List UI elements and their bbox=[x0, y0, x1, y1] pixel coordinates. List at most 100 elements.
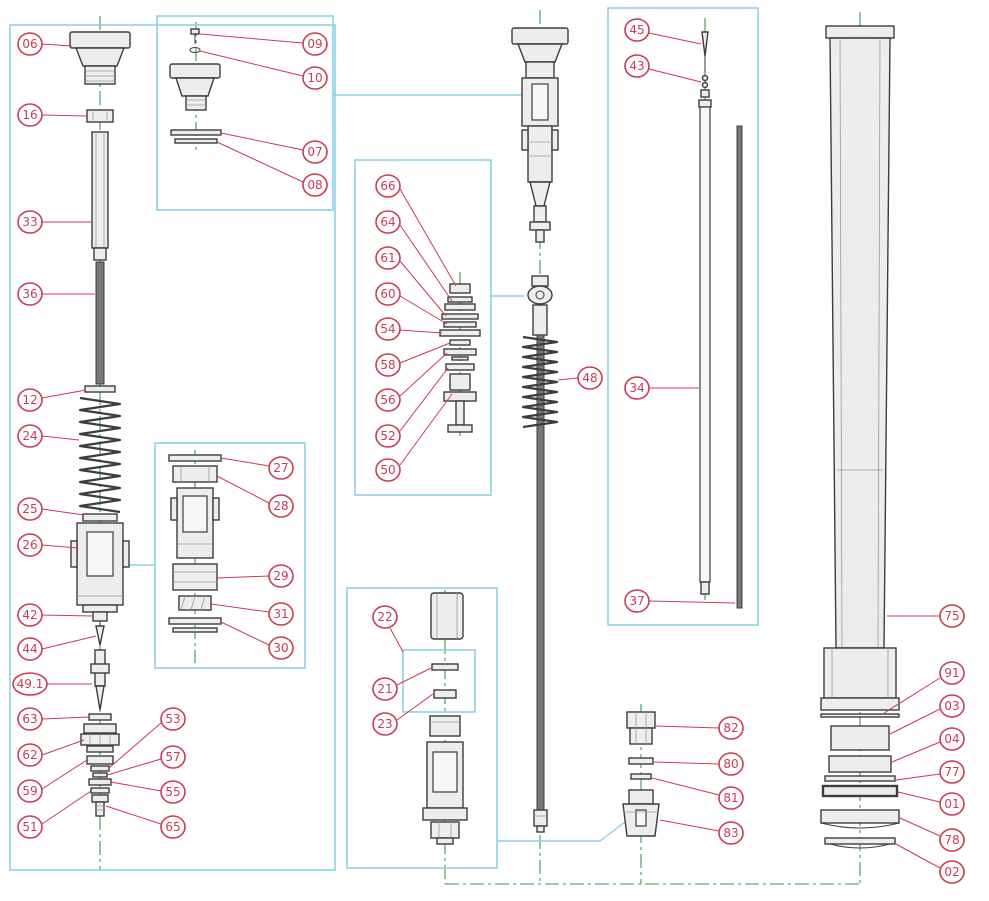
axle-clamp-assembly bbox=[622, 711, 660, 837]
leader-line bbox=[399, 367, 449, 432]
callout-label: 57 bbox=[165, 750, 180, 764]
detail-box-piston bbox=[154, 442, 306, 669]
callout-label: 59 bbox=[22, 784, 37, 798]
part-51-washer bbox=[90, 787, 110, 794]
callout-bubble bbox=[372, 605, 398, 629]
callout-label: 82 bbox=[723, 721, 738, 735]
leader-line bbox=[883, 677, 941, 714]
callout-bubble bbox=[939, 760, 965, 784]
callout-30: 30 bbox=[220, 621, 294, 660]
part-91-ring bbox=[820, 713, 900, 718]
part-04-bushing bbox=[828, 755, 892, 773]
leader-line bbox=[41, 508, 85, 516]
part-01-oil-seal bbox=[821, 784, 899, 798]
callout-48: 48 bbox=[557, 366, 603, 390]
callout-16: 16 bbox=[17, 103, 87, 127]
callout-label: 34 bbox=[629, 381, 644, 395]
part-58-spacer bbox=[449, 339, 471, 346]
part-56-shim bbox=[443, 348, 477, 361]
callout-bubble bbox=[718, 821, 744, 845]
callout-bubble bbox=[17, 388, 43, 412]
callout-bubble bbox=[17, 103, 43, 127]
callout-label: 06 bbox=[22, 37, 37, 51]
part-22-cylinder bbox=[430, 592, 464, 640]
callout-54: 54 bbox=[375, 317, 443, 341]
part-lower-body bbox=[422, 741, 468, 845]
callout-01: 01 bbox=[897, 791, 965, 816]
callout-label: 26 bbox=[22, 538, 37, 552]
callout-bubble bbox=[17, 779, 43, 803]
callout-bubble bbox=[302, 173, 328, 197]
leader-line bbox=[897, 791, 941, 803]
part-02-stop-ring bbox=[824, 837, 896, 849]
callout-bubble bbox=[17, 603, 43, 627]
callout-label: 50 bbox=[380, 463, 395, 477]
leader-line bbox=[396, 693, 434, 721]
callout-60: 60 bbox=[375, 282, 448, 325]
part-59-ring bbox=[86, 755, 114, 765]
callout-label: 91 bbox=[944, 666, 959, 680]
leader-line bbox=[659, 819, 720, 832]
callout-42: 42 bbox=[17, 603, 94, 627]
callout-31: 31 bbox=[210, 602, 294, 626]
callout-label: 22 bbox=[377, 610, 392, 624]
callout-label: 81 bbox=[723, 791, 738, 805]
part-33-damper-rod-upper bbox=[91, 131, 109, 261]
callout-80: 80 bbox=[653, 752, 744, 776]
callout-bubble bbox=[160, 707, 186, 731]
callout-label: 48 bbox=[582, 371, 597, 385]
callout-label: 52 bbox=[380, 429, 395, 443]
piston-detail-assembly bbox=[168, 454, 222, 633]
part-25-spring-seat bbox=[82, 513, 118, 522]
leader-line bbox=[399, 188, 457, 287]
callout-25: 25 bbox=[17, 497, 85, 521]
callout-bubble bbox=[372, 712, 398, 736]
leader-line bbox=[655, 725, 720, 729]
part-28-band bbox=[172, 465, 218, 483]
callout-34: 34 bbox=[624, 376, 699, 400]
callout-bubble bbox=[375, 210, 401, 234]
callout-53: 53 bbox=[108, 707, 186, 769]
part-31-seal bbox=[178, 595, 212, 611]
callout-label: 08 bbox=[307, 178, 322, 192]
callout-bubble bbox=[939, 604, 965, 628]
callout-label: 83 bbox=[723, 826, 738, 840]
callout-bubble bbox=[375, 353, 401, 377]
detail-boxes bbox=[9, 7, 759, 871]
part-cap-detail bbox=[169, 63, 221, 111]
callout-27: 27 bbox=[220, 456, 294, 480]
callout-bubble bbox=[268, 602, 294, 626]
leader-line bbox=[399, 329, 443, 334]
callout-label: 12 bbox=[22, 393, 37, 407]
callout-bubble bbox=[372, 677, 398, 701]
leader-line bbox=[899, 817, 941, 837]
callout-label: 44 bbox=[22, 642, 37, 656]
callout-77: 77 bbox=[895, 760, 965, 784]
leader-line bbox=[651, 777, 720, 796]
callout-bubble bbox=[268, 494, 294, 518]
part-49-1-adjuster-rod bbox=[90, 649, 110, 711]
callout-label: 55 bbox=[165, 785, 180, 799]
part-54-washer bbox=[439, 329, 481, 337]
callout-bubble bbox=[375, 174, 401, 198]
leader-line bbox=[891, 741, 941, 763]
callout-bubble bbox=[160, 780, 186, 804]
callout-bubble bbox=[718, 786, 744, 810]
callout-12: 12 bbox=[17, 388, 87, 412]
part-03-bushing bbox=[830, 725, 890, 751]
callout-bubble bbox=[624, 589, 650, 613]
callout-label: 10 bbox=[307, 71, 322, 85]
part-55-washer bbox=[88, 778, 112, 786]
callout-label: 42 bbox=[22, 608, 37, 622]
part-36-push-rod bbox=[95, 261, 105, 385]
rod-tip bbox=[533, 809, 548, 833]
part-07-washer bbox=[170, 129, 222, 136]
part-27-washer bbox=[168, 454, 222, 462]
callout-label: 24 bbox=[22, 429, 37, 443]
callout-label: 37 bbox=[629, 594, 644, 608]
leader-line bbox=[216, 141, 304, 183]
part-77-washer bbox=[824, 775, 896, 782]
callout-57: 57 bbox=[106, 745, 186, 776]
callout-56: 56 bbox=[375, 352, 448, 412]
callout-55: 55 bbox=[110, 780, 186, 804]
